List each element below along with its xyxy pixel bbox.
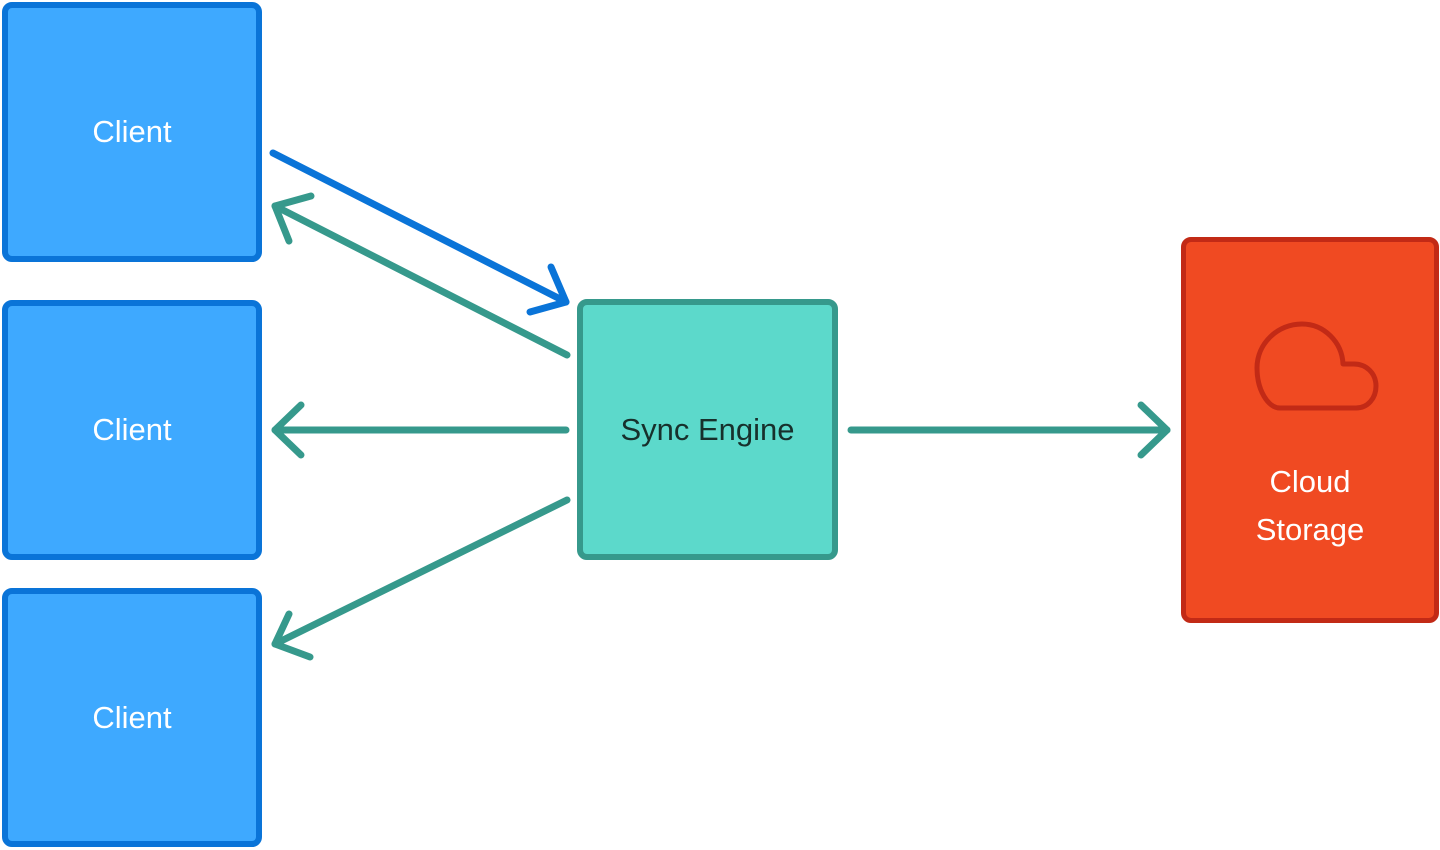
cloud-storage-label-line-2: Storage (1255, 512, 1365, 547)
arrow-head (271, 610, 314, 661)
arrow-shaft (271, 202, 571, 359)
client-node: Client (2, 300, 262, 560)
arrow-head (271, 192, 315, 245)
cloud-storage-node: Cloud Storage (1181, 237, 1439, 623)
client-node: Client (2, 2, 262, 262)
edge-sync-engine-to-client-2 (271, 401, 570, 459)
arrow-head (1137, 401, 1171, 459)
edge-sync-engine-to-client-3 (271, 496, 571, 661)
client-label: Client (92, 114, 172, 149)
sync-engine-node: Sync Engine (577, 299, 838, 560)
client-label: Client (92, 412, 172, 447)
edge-sync-engine-to-cloud-storage (847, 401, 1171, 459)
cloud-storage-label-line-1: Cloud (1269, 464, 1351, 499)
sync-engine-label: Sync Engine (620, 411, 795, 447)
client-node: Client (2, 588, 262, 847)
client-label: Client (92, 699, 172, 735)
edge-client-1-to-sync-engine (269, 149, 570, 316)
cloud-storage-label: Cloud Storage (1256, 458, 1365, 554)
arrow-shaft (271, 496, 571, 648)
arrow-head (526, 263, 570, 316)
edge-sync-engine-to-client-1 (271, 192, 571, 359)
arrow-shaft (269, 149, 570, 306)
arrow-head (271, 401, 305, 459)
cloud-icon (1254, 321, 1379, 411)
